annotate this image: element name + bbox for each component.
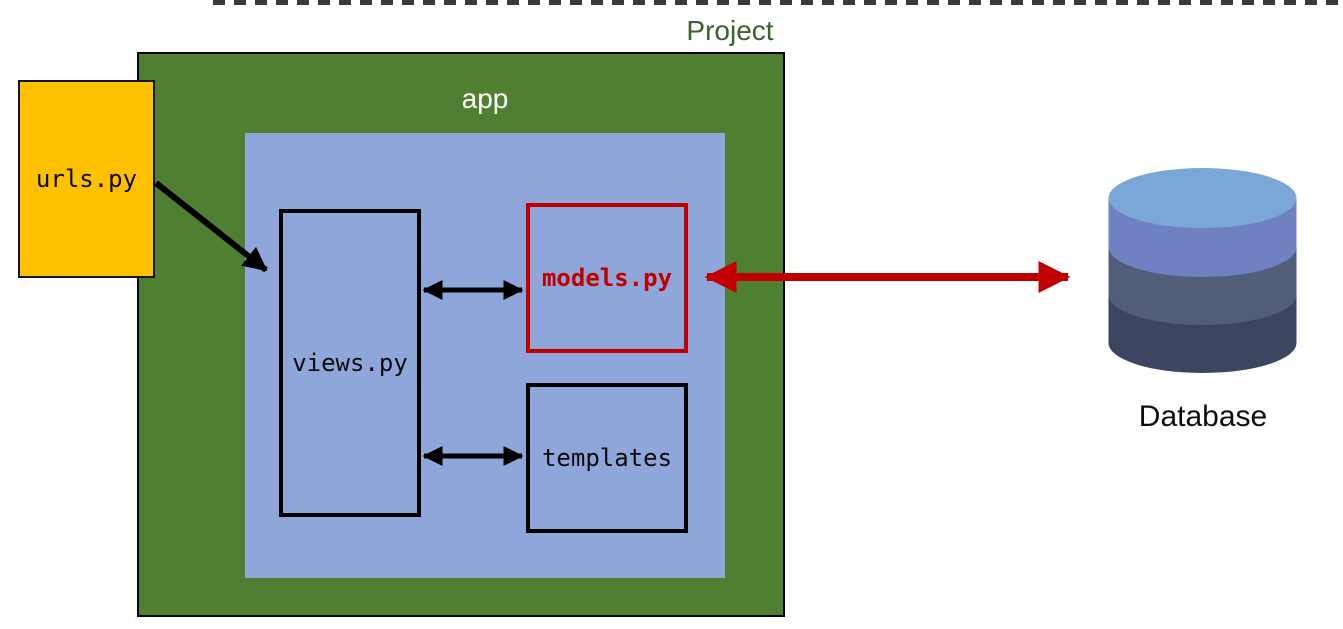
app-container	[245, 133, 725, 578]
views-py-label: views.py	[292, 349, 408, 377]
database-lid	[1108, 168, 1297, 228]
urls-py-box: urls.py	[18, 80, 155, 278]
templates-box: templates	[526, 383, 688, 533]
project-boundary-dashed-line	[213, 0, 1343, 5]
templates-label: templates	[541, 444, 673, 472]
models-py-label: models.py	[541, 264, 673, 292]
models-py-box: models.py	[526, 203, 688, 353]
urls-py-label: urls.py	[35, 165, 138, 193]
views-py-box: views.py	[279, 209, 421, 517]
app-label: app	[461, 83, 509, 114]
database-label: Database	[1138, 400, 1268, 433]
project-label: Project	[686, 15, 774, 46]
database-icon	[1108, 168, 1297, 373]
